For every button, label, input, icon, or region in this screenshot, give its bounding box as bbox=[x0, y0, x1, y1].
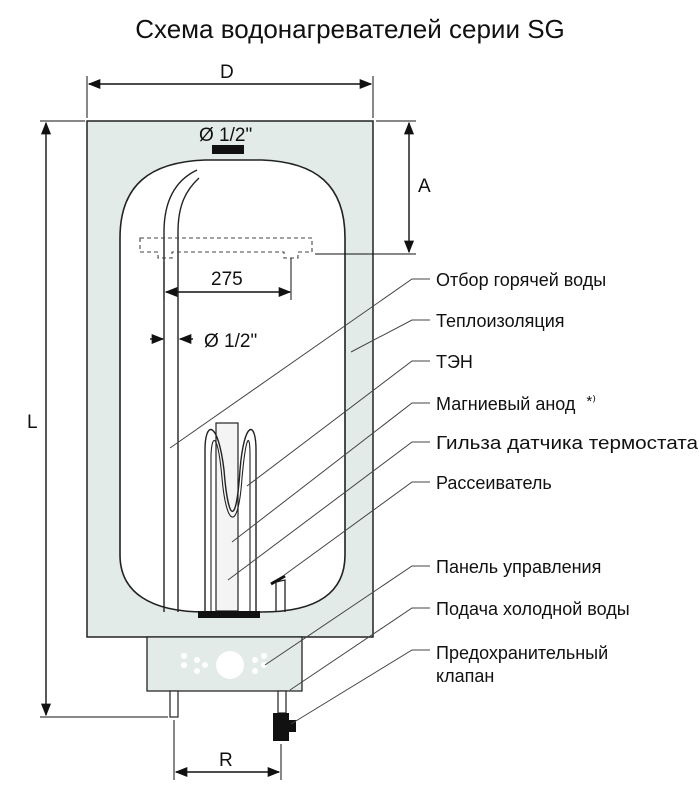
callout-safety-valve-line1: Предохранительный bbox=[436, 643, 608, 663]
diffuser-tip bbox=[270, 574, 286, 586]
callout-insulation: Теплоизоляция bbox=[436, 311, 565, 331]
callout-safety-valve-line2: клапан bbox=[436, 666, 494, 686]
hot-water-outlet-pipe bbox=[169, 690, 179, 718]
control-panel-indicators bbox=[181, 651, 267, 679]
leader-magnesium-anode bbox=[231, 402, 430, 543]
callout-thermostat-sleeve: Гильза датчика термостата bbox=[436, 433, 699, 453]
diffuser-pipe bbox=[275, 579, 286, 612]
dim-275-label: 275 bbox=[211, 269, 243, 290]
dim-R-label: R bbox=[219, 750, 233, 771]
hot-water-pipe-inner bbox=[177, 177, 200, 612]
pipe-diam-label: Ø 1/2" bbox=[204, 331, 257, 352]
leader-control-panel bbox=[264, 565, 430, 666]
dim-L-label: L bbox=[27, 412, 38, 433]
safety-valve-handle bbox=[288, 720, 296, 732]
callout-heating-element: ТЭН bbox=[436, 352, 473, 372]
heating-element-loop bbox=[204, 428, 257, 612]
dim-D-label: D bbox=[220, 62, 234, 83]
safety-valve-body bbox=[273, 713, 289, 741]
callout-cold-water-inlet: Подача холодной воды bbox=[436, 599, 630, 619]
anode-rod bbox=[215, 422, 239, 612]
leader-hot-water-outlet bbox=[169, 278, 430, 449]
callout-diffuser: Рассеиватель bbox=[436, 473, 552, 493]
top-fitting-label: Ø 1/2" bbox=[199, 125, 252, 146]
diagram-title: Схема водонагревателей серии SG bbox=[135, 14, 565, 44]
callout-magnesium-anode-label: Магниевый анод bbox=[436, 394, 576, 414]
leader-cold-water-inlet bbox=[289, 607, 430, 691]
dim-A-label: A bbox=[418, 176, 431, 197]
dashed-flange bbox=[139, 237, 313, 259]
callout-magnesium-anode: Магниевый анод *⁾ bbox=[436, 393, 596, 414]
leader-thermostat-sleeve bbox=[227, 441, 430, 581]
hot-water-pipe bbox=[163, 169, 198, 612]
top-fitting bbox=[212, 145, 244, 154]
callout-control-panel: Панель управления bbox=[436, 557, 601, 577]
leader-heating-element bbox=[246, 360, 430, 487]
leader-insulation bbox=[350, 319, 430, 353]
inner-tank bbox=[119, 159, 346, 613]
leader-lines bbox=[169, 278, 430, 725]
leader-safety-valve bbox=[290, 649, 430, 725]
callout-magnesium-anode-mark: *⁾ bbox=[586, 393, 596, 410]
heating-element-loop-inner bbox=[210, 440, 251, 612]
callout-hot-water-outlet: Отбор горячей воды bbox=[436, 270, 606, 290]
cold-water-inlet-pipe bbox=[277, 690, 287, 714]
leader-diffuser bbox=[282, 481, 430, 577]
bottom-flange bbox=[198, 611, 260, 618]
